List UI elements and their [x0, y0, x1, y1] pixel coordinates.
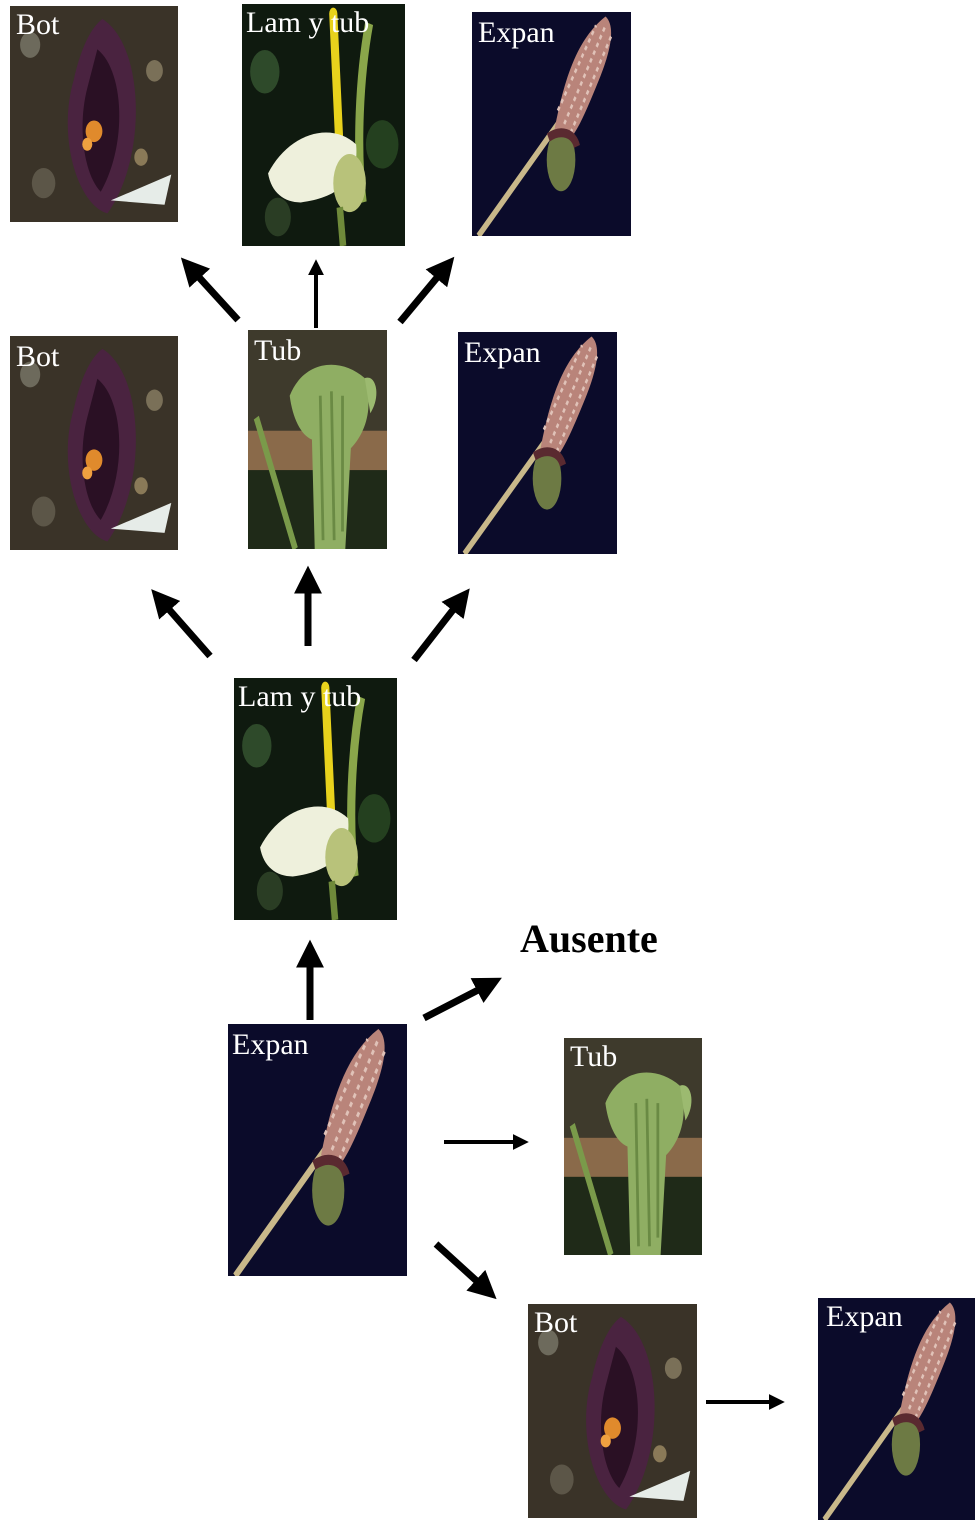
- label-expan-row2: Expan: [464, 336, 541, 369]
- arrow-icon: [414, 606, 456, 660]
- label-expan-base: Expan: [232, 1028, 309, 1061]
- photo-bot-top: Bot: [10, 6, 178, 222]
- photo-expan-top: Expan: [472, 12, 631, 236]
- photo-expan-bottom: Expan: [818, 1298, 975, 1520]
- label-bot-top: Bot: [16, 8, 60, 41]
- absent-label: Ausente: [520, 916, 658, 961]
- label-tub-right: Tub: [570, 1040, 617, 1073]
- arrow-icon: [436, 1244, 480, 1284]
- label-bot-row2: Bot: [16, 340, 60, 373]
- label-bot-bottom: Bot: [534, 1306, 578, 1339]
- label-expan-bottom: Expan: [826, 1300, 903, 1333]
- label-expan-top: Expan: [478, 16, 555, 49]
- photo-tub-row2: Tub: [248, 330, 387, 549]
- arrow-icon: [400, 274, 440, 322]
- photo-bot-bottom: Bot: [528, 1304, 697, 1518]
- photo-expan-base: Expan: [228, 1024, 407, 1276]
- arrow-icon: [166, 606, 210, 656]
- label-lam-tub-center: Lam y tub: [238, 680, 361, 713]
- photo-lam-tub-center: Lam y tub: [234, 678, 397, 920]
- photo-tub-right: Tub: [564, 1038, 702, 1255]
- label-lam-tub-top: Lam y tub: [246, 6, 369, 39]
- label-tub-row2: Tub: [254, 334, 301, 367]
- arrow-icon: [196, 274, 238, 320]
- photo-expan-row2: Expan: [458, 332, 617, 554]
- arrow-icon: [424, 988, 482, 1018]
- photo-lam-tub-top: Lam y tub: [242, 4, 405, 246]
- photo-bot-row2: Bot: [10, 336, 178, 550]
